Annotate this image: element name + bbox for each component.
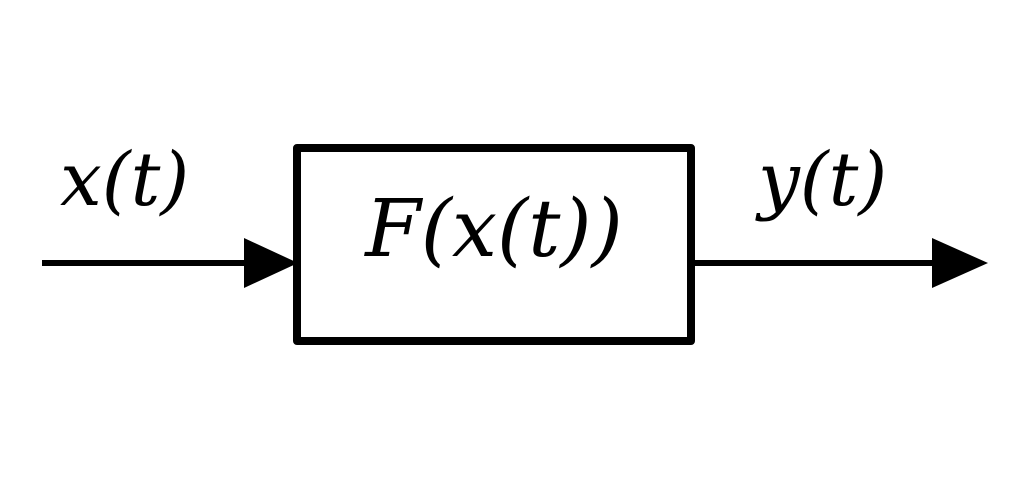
input-arrow-head — [244, 238, 298, 288]
input-arrow — [42, 238, 298, 288]
input-signal-label: x(t) — [60, 137, 189, 223]
output-signal-label: y(t) — [755, 137, 887, 223]
output-arrow — [687, 238, 988, 288]
block-function-label: F(x(t)) — [363, 182, 623, 275]
output-arrow-head — [932, 238, 988, 288]
system-block — [293, 144, 695, 345]
